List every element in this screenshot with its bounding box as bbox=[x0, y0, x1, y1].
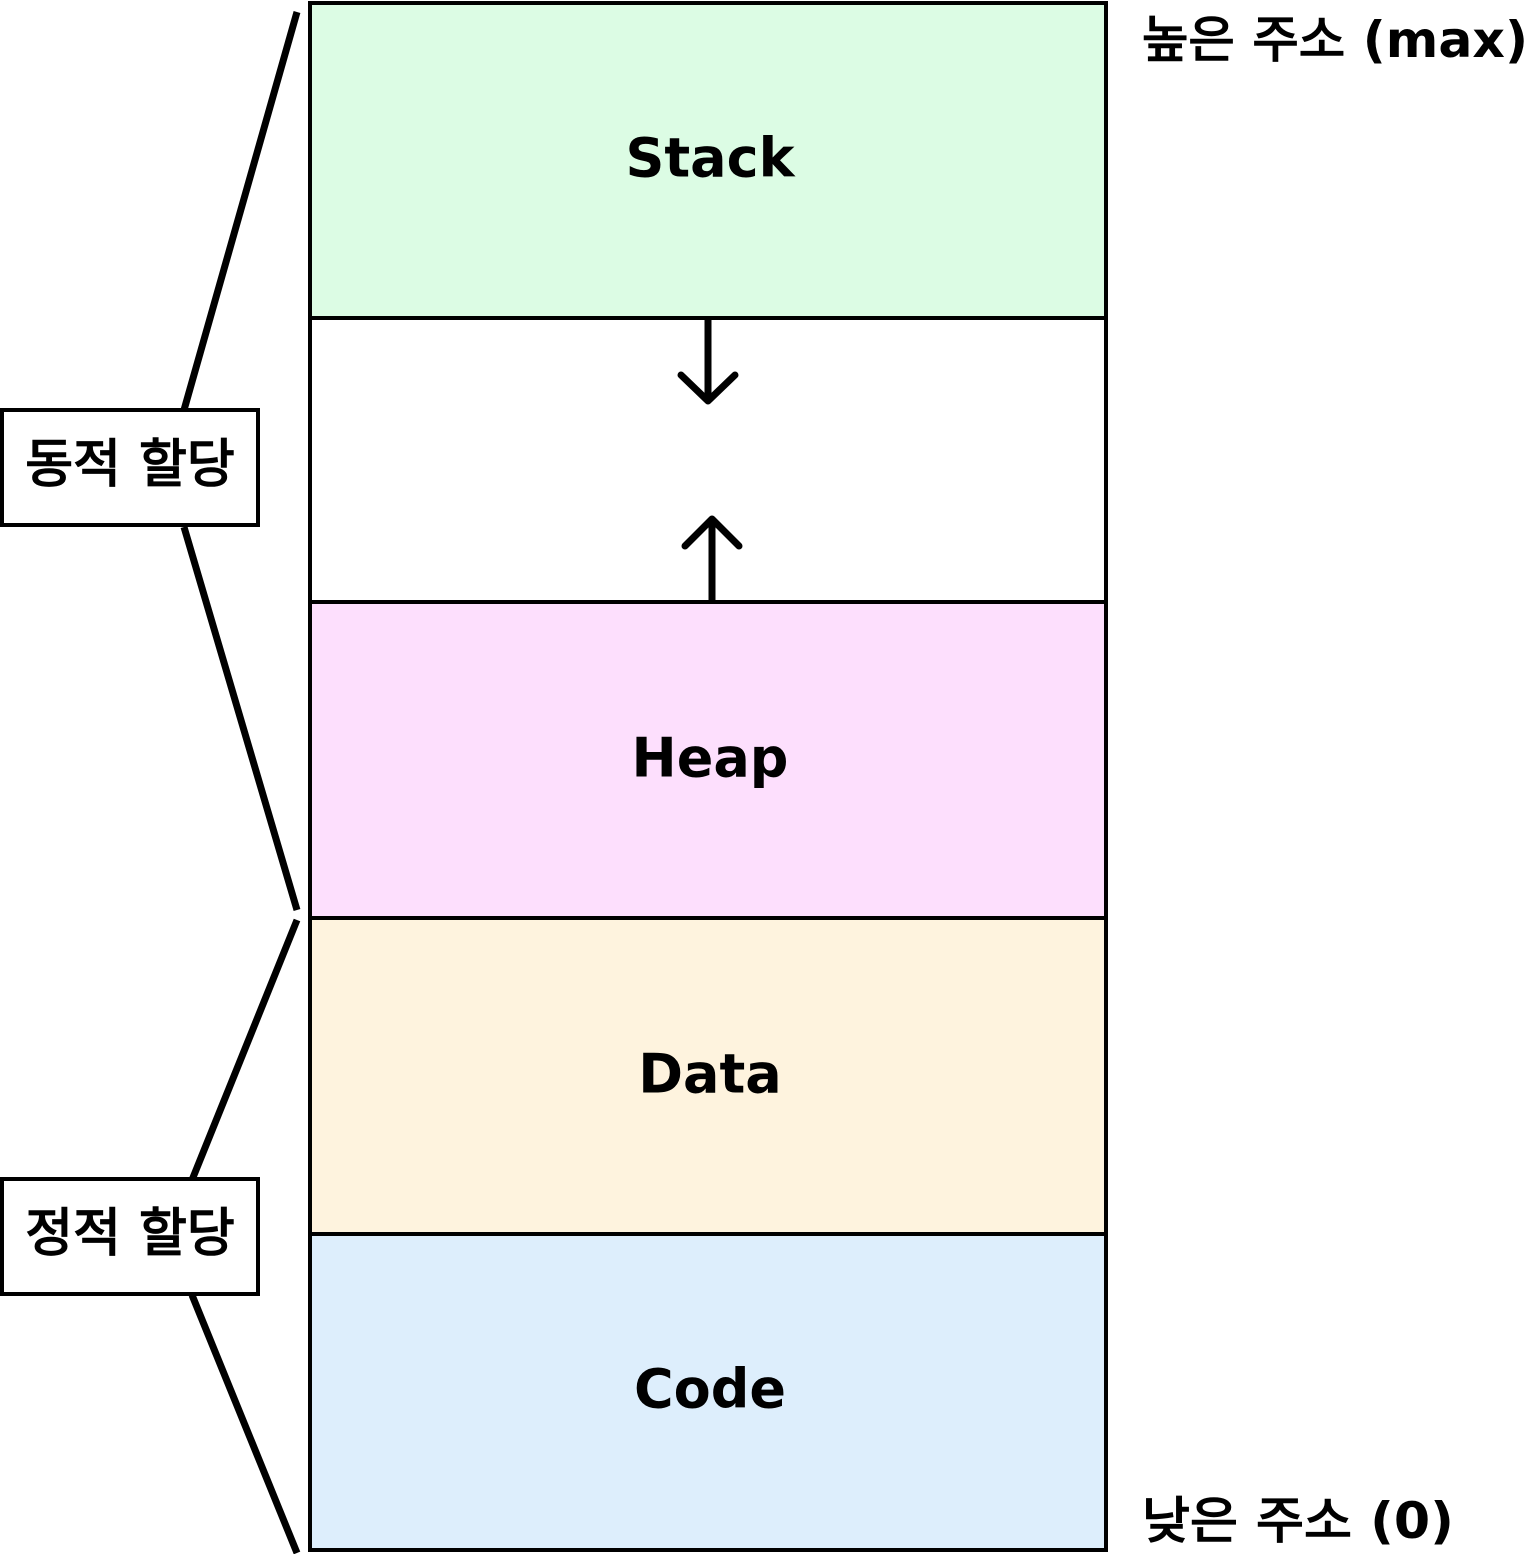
dynamic-allocation-box: 동적 할당 bbox=[0, 408, 260, 527]
low-address-label: 낮은 주소 (0) bbox=[1142, 1492, 1454, 1550]
data-segment bbox=[308, 916, 1108, 1236]
data-label: Data bbox=[638, 1043, 782, 1106]
stack-segment bbox=[308, 1, 1108, 320]
code-label: Code bbox=[634, 1358, 786, 1421]
dynamic-allocation-bracket bbox=[180, 11, 301, 911]
static-allocation-bracket bbox=[188, 918, 301, 1554]
heap-label: Heap bbox=[632, 727, 789, 790]
heap-growth-up-arrow-icon bbox=[681, 515, 743, 604]
dynamic-allocation-label: 동적 할당 bbox=[25, 435, 234, 495]
static-allocation-label: 정적 할당 bbox=[25, 1204, 234, 1264]
heap-segment bbox=[308, 600, 1108, 920]
stack-label: Stack bbox=[625, 127, 795, 190]
stack-growth-down-arrow-icon bbox=[677, 316, 739, 405]
code-segment bbox=[308, 1232, 1108, 1552]
static-allocation-box: 정적 할당 bbox=[0, 1177, 260, 1296]
high-address-label: 높은 주소 (max) bbox=[1142, 11, 1528, 69]
